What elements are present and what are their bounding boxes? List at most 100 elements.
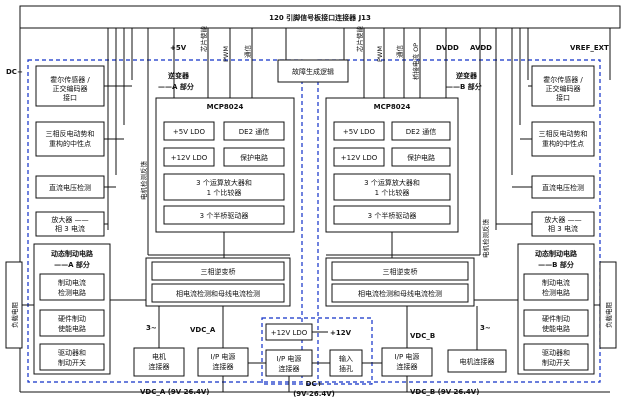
brake-enable-a-line1: 硬件制动 [58,314,86,323]
brake-switch-a-block [39,343,105,371]
dyn-brake-a-title: 动态制动电路 [51,249,94,258]
bus-a-chip-enable: 芯片使能 [199,26,208,53]
motor-conn-a-line2: 连接器 [149,362,170,371]
inverter3-a-label: 三相逆变桥 [201,267,236,276]
bus-lines [19,28,611,392]
brake-switch-b-line1: 驱动器和 [542,348,570,357]
j13-title: 120 引脚信号板接口连接器 J13 [269,13,371,22]
ldo12-a-block [163,147,215,167]
ip-power-b-line1: I/P 电源 [395,352,420,361]
brake-enable-b-line2: 使能电路 [542,324,570,333]
mcp8024-b-chip: MCP8024 [374,103,411,111]
inverter-a-title: 逆变器 [168,71,190,80]
protect-a-label: 保护电路 [240,153,268,162]
plus12v-label: +12V [330,329,352,337]
dc-plus-left-label: DC+ [6,68,23,76]
dyn-brake-b-title: 动态制动电路 [535,249,578,258]
ip-power-a-line2: 连接器 [213,362,234,371]
ldo12-a-label: +12V LDO [171,154,208,162]
brake-switch-b-line2: 制动开关 [542,358,570,367]
hall-sensor-a-block [35,65,105,107]
brake-sense-a-line2: 检测电路 [58,288,86,297]
hall-sensor-b-line2: 正交编码器 [546,84,581,93]
amplifier-a-block [35,211,105,237]
de2-b-block [391,121,451,141]
fault-logic-block [277,59,349,83]
ip-power-a-line1: I/P 电源 [211,352,236,361]
brake-switch-a-line2: 制动开关 [58,358,86,367]
ldo5-a-block [163,121,215,141]
vdc-a-label: VDC_A [190,326,216,334]
opamp-a-block [163,173,285,201]
ip-power-main-line2: 连接器 [279,364,300,373]
motor-conn-b-label: 电机连接器 [460,357,495,366]
bemf-a-line2: 重构的中性点 [49,139,91,148]
phase-a-label: 3~ [146,324,157,332]
j13-connector-bar [19,5,621,29]
inverter3-b-block [331,261,469,281]
brake-sense-a-block [39,273,105,301]
bemf-a-line1: 三相反电动势和 [46,129,95,138]
dyn-brake-b-part: ——B 部分 [538,260,574,269]
load-resistor-right-label: 负载电阻 [604,302,613,329]
power-input-region [261,317,373,385]
bus-b-pwm: PWM [376,46,384,62]
motor-conn-a-block [133,347,185,377]
bus-a-pwm: PWM [222,46,230,62]
inverter3-a-block [151,261,285,281]
opamp-a-line2: 1 个比较器 [207,188,242,197]
vdc-b-label: VDC_B [410,332,435,340]
dc-voltage-b-label: 直流电压检测 [542,183,584,192]
input-fuse-block [329,349,363,377]
bus-b-comm: 通信 [395,45,404,59]
opamp-b-line1: 3 个运算放大器和 [364,178,420,187]
connection-wires [20,85,610,393]
hall-sensor-b-block [531,65,595,107]
dyn-brake-a-part: ——A 部分 [54,260,90,269]
mcp8024-a-chip: MCP8024 [207,103,244,111]
brake-enable-a-line2: 使能电路 [58,324,86,333]
ldo5-b-block [333,121,385,141]
bemf-a-block [35,121,105,157]
brake-enable-b-block [523,309,589,337]
ip-power-main-line1: I/P 电源 [277,354,302,363]
sense-a-block [151,283,285,303]
inverter-b-title: 逆变器 [456,71,478,80]
brake-sense-b-block [523,273,589,301]
motor-feedback-b-label: 电机检测反馈 [481,219,490,259]
inverter-a-region [27,59,303,383]
brake-switch-a-line1: 驱动器和 [58,348,86,357]
half-bridge-b-label: 3 个半桥驱动器 [368,211,417,220]
bemf-b-line2: 重构的中性点 [542,139,584,148]
inverter3-b-label: 三相逆变桥 [383,267,418,276]
brake-switch-b-block [523,343,589,371]
brake-sense-b-line1: 制动电流 [542,278,570,287]
motor-conn-a-line1: 电机 [152,352,166,361]
inverter-b-part: ——B 部分 [446,82,482,91]
de2-a-label: DE2 通信 [239,127,270,136]
amplifier-b-line1: 放大器 —— [544,215,581,224]
amplifier-a-line2: 相 3 电流 [55,224,85,233]
half-bridge-b-block [333,205,451,225]
sense-b-label: 相电流检测和母线电流检测 [358,289,442,298]
input-fuse-line2: 插孔 [339,364,353,373]
motor-feedback-a-label: 电机检测反馈 [139,161,148,201]
input-fuse-line1: 输入 [339,354,353,363]
dc-voltage-a-label: 直流电压检测 [49,183,91,192]
inverter-b-region [317,59,601,383]
half-bridge-a-label: 3 个半桥驱动器 [200,211,249,220]
brake-enable-b-line1: 硬件制动 [542,314,570,323]
vdc-a-range-label: VDC_A (9V-26.4V) [140,388,210,396]
load-resistor-left-label: 负载电阻 [10,302,19,329]
protect-a-block [223,147,285,167]
protect-b-label: 保护电路 [407,153,435,162]
ldo5-b-label: +5V LDO [343,128,376,136]
bus-b-bridge-current: 桥接电流 OP [411,43,420,80]
fault-logic-label: 故障生成逻辑 [292,67,334,76]
dc-plus-bottom-label: DC+ [306,380,323,388]
half-bridge-a-block [163,205,285,225]
dc-plus-range-label: (9V-26.4V) [293,390,335,398]
avdd-label: AVDD [470,44,492,52]
de2-b-label: DE2 通信 [406,127,437,136]
ldo12-b-block [333,147,385,167]
